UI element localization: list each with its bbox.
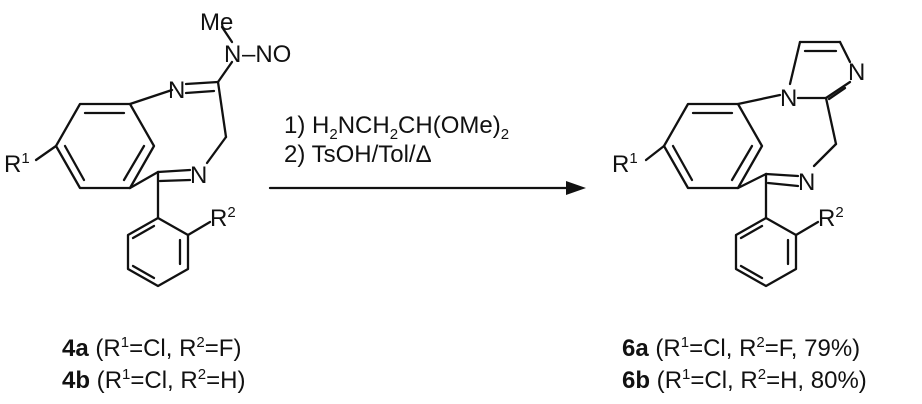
reactant-benzene-ring bbox=[54, 102, 156, 190]
reactant-benzene-double-bond bbox=[122, 144, 146, 182]
product-caption-6b: 6b (R1=Cl, R2=H, 80%) bbox=[622, 366, 867, 394]
product-bond-ch2-n bbox=[812, 142, 838, 168]
reactant-nitroso-label: –NO bbox=[242, 41, 291, 68]
reactant-methyl-label: Me bbox=[200, 9, 233, 36]
reactant-bond-c2-namine bbox=[216, 60, 234, 84]
product-phenyl-double-bond bbox=[739, 264, 764, 280]
product-bond-c6-c6a bbox=[736, 172, 768, 190]
reactant-caption-4a: 4a (R1=Cl, R2=F) bbox=[62, 334, 241, 362]
product-r1-label: R1 bbox=[612, 150, 638, 178]
product-bond-c11a-n bbox=[736, 93, 782, 106]
reactant-amine-n-label: N bbox=[224, 41, 241, 68]
product-imid-bond bbox=[824, 80, 852, 100]
arrow-head bbox=[566, 181, 586, 195]
product-bridge-n-label: N bbox=[780, 85, 797, 112]
product-ring-n-label: N bbox=[798, 169, 815, 196]
reactant-r1-label: R1 bbox=[4, 150, 30, 178]
product-bond-c3a-ch2 bbox=[824, 96, 838, 146]
product-phenyl-double-bond bbox=[739, 224, 764, 240]
product-r2-bond bbox=[794, 220, 820, 237]
reactant-imine-n-label: N bbox=[168, 77, 185, 104]
reactant-r2-label: R2 bbox=[210, 204, 236, 232]
product-benzene-double-bond bbox=[730, 144, 754, 182]
product-imid-bond bbox=[788, 40, 802, 86]
product-structure: N N N R1 R2 bbox=[612, 40, 865, 288]
product-imid-bond bbox=[838, 40, 852, 64]
condition-step-2: 2) TsOH/Tol/Δ bbox=[284, 141, 432, 168]
reactant-bond-namine-methyl bbox=[220, 25, 234, 44]
condition-step-1: 1) H2NCH2CH(OMe)2 bbox=[284, 112, 509, 143]
product-benzene-double-bond bbox=[671, 144, 694, 182]
product-r2-label: R2 bbox=[818, 204, 844, 232]
product-caption-6a: 6a (R1=Cl, R2=F, 79%) bbox=[622, 334, 860, 362]
product-bond-n-c6-double bbox=[764, 172, 800, 178]
reactant-phenyl-double-bond bbox=[131, 224, 156, 240]
reactant-benzene-double-bond bbox=[63, 144, 86, 182]
reactant-bond-c9a-n1 bbox=[128, 88, 174, 106]
reactant-bond-c5-c5a bbox=[128, 170, 160, 190]
reactant-bond-n4-c5-double bbox=[156, 168, 192, 174]
reactant-caption-4b: 4b (R1=Cl, R2=H) bbox=[62, 366, 245, 394]
reactant-r1-bond bbox=[34, 144, 58, 162]
reactant-bond-c2-c3 bbox=[216, 80, 228, 139]
reactant-ring-n-label: N bbox=[190, 162, 207, 189]
product-bond-n-c6-double bbox=[766, 181, 800, 188]
reaction-arrow bbox=[268, 181, 586, 195]
reactant-bond-c3-n4 bbox=[205, 135, 228, 165]
product-r1-bond bbox=[644, 144, 666, 162]
product-benzene-ring bbox=[662, 102, 764, 190]
reaction-conditions: 1) H2NCH2CH(OMe)2 2) TsOH/Tol/Δ bbox=[284, 112, 509, 168]
reactant-structure: Me N –NO N N R1 R2 bbox=[4, 9, 291, 288]
reactant-phenyl-double-bond bbox=[131, 264, 156, 280]
reactant-r2-bond bbox=[186, 220, 212, 237]
reactant-bond-n4-c5-double bbox=[158, 178, 192, 183]
product-imid-double-bond bbox=[827, 86, 847, 101]
reactant-bond-n1-c2-double bbox=[184, 80, 220, 86]
reactant-bond-n1-c2-double bbox=[184, 89, 216, 95]
product-imidazole-n-label: N bbox=[848, 59, 865, 86]
